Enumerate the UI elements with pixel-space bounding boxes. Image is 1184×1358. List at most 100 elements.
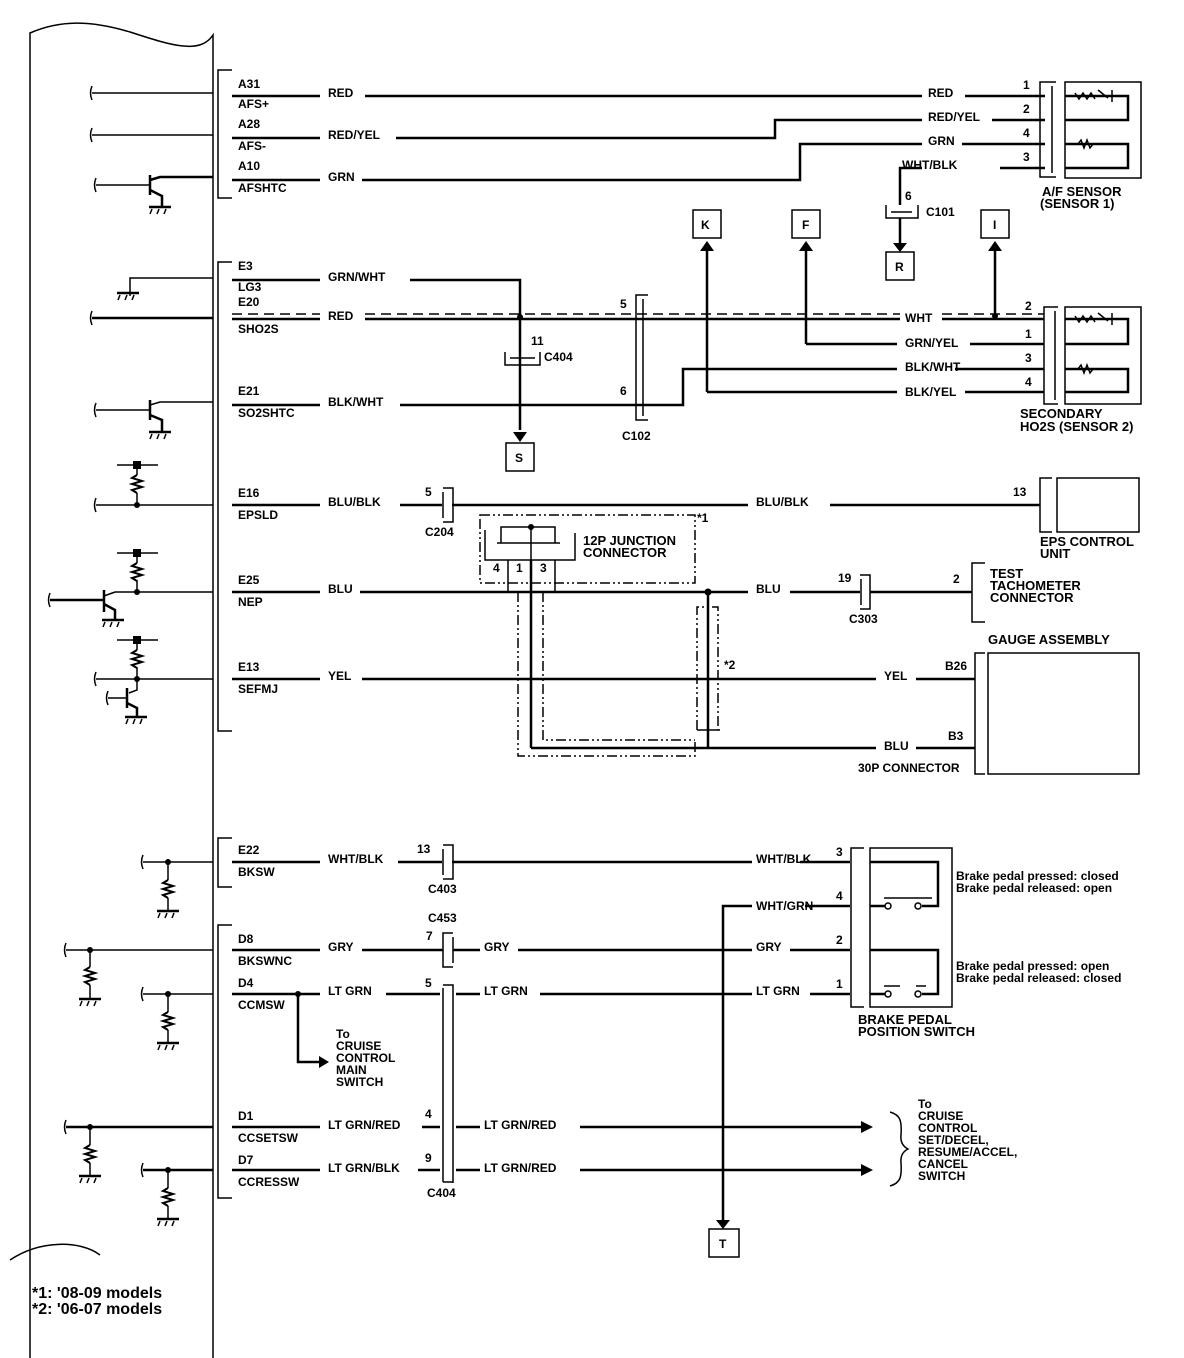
ref-k-label: K bbox=[701, 218, 710, 232]
pin-d4: D4 bbox=[238, 976, 254, 990]
junction-connector-outline bbox=[479, 514, 696, 584]
label-line: CONTROL bbox=[336, 1051, 395, 1065]
wire-label: YEL bbox=[328, 669, 351, 683]
pin-d8: D8 bbox=[238, 932, 254, 946]
ref-box-t bbox=[708, 1228, 740, 1258]
af-sensor-circuit: RED RED/YEL GRN RED RED/YEL GRN WHT/BLK … bbox=[232, 78, 1142, 252]
ecm-connector-brackets bbox=[217, 69, 232, 1199]
pin-number: B3 bbox=[948, 729, 964, 743]
pin-number: 13 bbox=[1013, 485, 1027, 499]
note-marker-2: *2 bbox=[724, 658, 736, 672]
wire-label: WHT bbox=[905, 311, 933, 325]
label-line: CRUISE bbox=[336, 1039, 381, 1053]
label-line: SET/DECEL, bbox=[918, 1133, 989, 1147]
pin-number: 2 bbox=[1023, 102, 1030, 116]
wire-label: BLU bbox=[756, 582, 781, 596]
ref-box-f bbox=[791, 209, 821, 239]
signal-nep: NEP bbox=[238, 595, 263, 609]
pin-number: 4 bbox=[836, 889, 843, 903]
wire-label: RED bbox=[328, 86, 354, 100]
wire-label: LT GRN/RED bbox=[328, 1118, 401, 1132]
signal-ccressw: CCRESSW bbox=[238, 1175, 300, 1189]
af-sensor-subtitle: (SENSOR 1) bbox=[1040, 196, 1114, 211]
pin-d7: D7 bbox=[238, 1153, 254, 1167]
pin-number: 9 bbox=[425, 1151, 432, 1165]
wire-label: LT GRN bbox=[756, 984, 800, 998]
pin-a28: A28 bbox=[238, 117, 260, 131]
wire-label: GRY bbox=[484, 940, 510, 954]
pin-number: 4 bbox=[1023, 126, 1030, 140]
connector-c204-label: C204 bbox=[425, 525, 454, 539]
pin-number: B26 bbox=[945, 659, 967, 673]
ref-f-label: F bbox=[802, 218, 809, 232]
wire-label: YEL bbox=[884, 669, 907, 683]
ho2s-circuit: GRN/WHT RED WHT 11 C404 BLK/WHT 5 6 C102… bbox=[232, 241, 1142, 443]
pin-number: 3 bbox=[1025, 351, 1032, 365]
label-line: RESUME/ACCEL, bbox=[918, 1145, 1017, 1159]
label-line: MAIN bbox=[336, 1063, 367, 1077]
connector-c102-label: C102 bbox=[622, 429, 651, 443]
pin-a31: A31 bbox=[238, 77, 260, 91]
signal-ccsetsw: CCSETSW bbox=[238, 1131, 299, 1145]
signal-afs-minus: AFS- bbox=[238, 139, 266, 153]
pin-e22: E22 bbox=[238, 843, 260, 857]
pin-number: 1 bbox=[516, 561, 523, 575]
connector-c404-label: C404 bbox=[544, 350, 573, 364]
ref-r-label: R bbox=[895, 260, 904, 274]
connector-c101-label: C101 bbox=[926, 205, 955, 219]
footnotes: *1: '08-09 models *2: '06-07 models bbox=[32, 1285, 162, 1318]
gauge-title: GAUGE ASSEMBLY bbox=[988, 632, 1110, 647]
signal-so2shtc: SO2SHTC bbox=[238, 406, 295, 420]
ecm-pin-labels: A31 AFS+ A28 AFS- A10 AFSHTC E3 LG3 E20 … bbox=[238, 77, 300, 1189]
pin-number: 1 bbox=[1025, 327, 1032, 341]
wire-label: WHT/BLK bbox=[328, 852, 384, 866]
wire-label: RED/YEL bbox=[328, 128, 380, 142]
footnote-2: *2: '06-07 models bbox=[32, 1301, 162, 1318]
pin-number: 7 bbox=[426, 929, 433, 943]
wire-label: WHT/GRN bbox=[756, 899, 813, 913]
wire-label: BLK/YEL bbox=[905, 385, 956, 399]
af-sensor-title: A/F SENSOR bbox=[1042, 184, 1122, 199]
pin-number: 13 bbox=[417, 842, 431, 856]
connector-c404-bottom-label: C404 bbox=[427, 1186, 456, 1200]
brake-switch-title: BRAKE PEDAL bbox=[858, 1012, 952, 1027]
wire-label: GRN/WHT bbox=[328, 270, 386, 284]
pin-e16: E16 bbox=[238, 486, 260, 500]
wire-label: BLK/WHT bbox=[905, 360, 961, 374]
pin-d1: D1 bbox=[238, 1109, 254, 1123]
wire-label: GRN/YEL bbox=[905, 336, 958, 350]
eps-control-unit bbox=[1056, 477, 1140, 533]
brake-note-a1: Brake pedal pressed: closed bbox=[956, 869, 1119, 883]
pin-number: 5 bbox=[425, 485, 432, 499]
wire-label: WHT/BLK bbox=[902, 158, 958, 172]
wire-label: LT GRN bbox=[328, 984, 372, 998]
connector-c403-label: C403 bbox=[428, 882, 457, 896]
junction-subtitle: CONNECTOR bbox=[583, 545, 667, 560]
brake-switch-subtitle: POSITION SWITCH bbox=[858, 1024, 975, 1039]
pin-number: 5 bbox=[620, 297, 627, 311]
ref-box-k bbox=[692, 209, 722, 239]
gauge-connector-label: 30P CONNECTOR bbox=[858, 761, 960, 775]
pin-number: 2 bbox=[953, 572, 960, 586]
pin-e20: E20 bbox=[238, 295, 260, 309]
signal-afs-plus: AFS+ bbox=[238, 97, 269, 111]
signal-ccmsw: CCMSW bbox=[238, 998, 285, 1012]
pin-number: 6 bbox=[620, 384, 627, 398]
gauge-assembly-body bbox=[987, 652, 1140, 775]
ho2s-subtitle: HO2S (SENSOR 2) bbox=[1020, 419, 1133, 434]
ref-t-label: T bbox=[719, 1237, 727, 1251]
pin-number: 5 bbox=[425, 976, 432, 990]
wire-label: WHT/BLK bbox=[756, 852, 812, 866]
pin-number: 3 bbox=[836, 845, 843, 859]
pin-number: 2 bbox=[836, 933, 843, 947]
note-marker-1: *1 bbox=[697, 511, 709, 525]
ref-box-r bbox=[885, 251, 915, 281]
wire-label: BLU/BLK bbox=[756, 495, 809, 509]
wire-label: GRY bbox=[328, 940, 354, 954]
pin-number: 3 bbox=[1023, 150, 1030, 164]
eps-subtitle: UNIT bbox=[1040, 546, 1070, 561]
signal-afshtc: AFSHTC bbox=[238, 181, 287, 195]
signal-sefmj: SEFMJ bbox=[238, 682, 278, 696]
brake-switch-body bbox=[869, 847, 953, 1008]
